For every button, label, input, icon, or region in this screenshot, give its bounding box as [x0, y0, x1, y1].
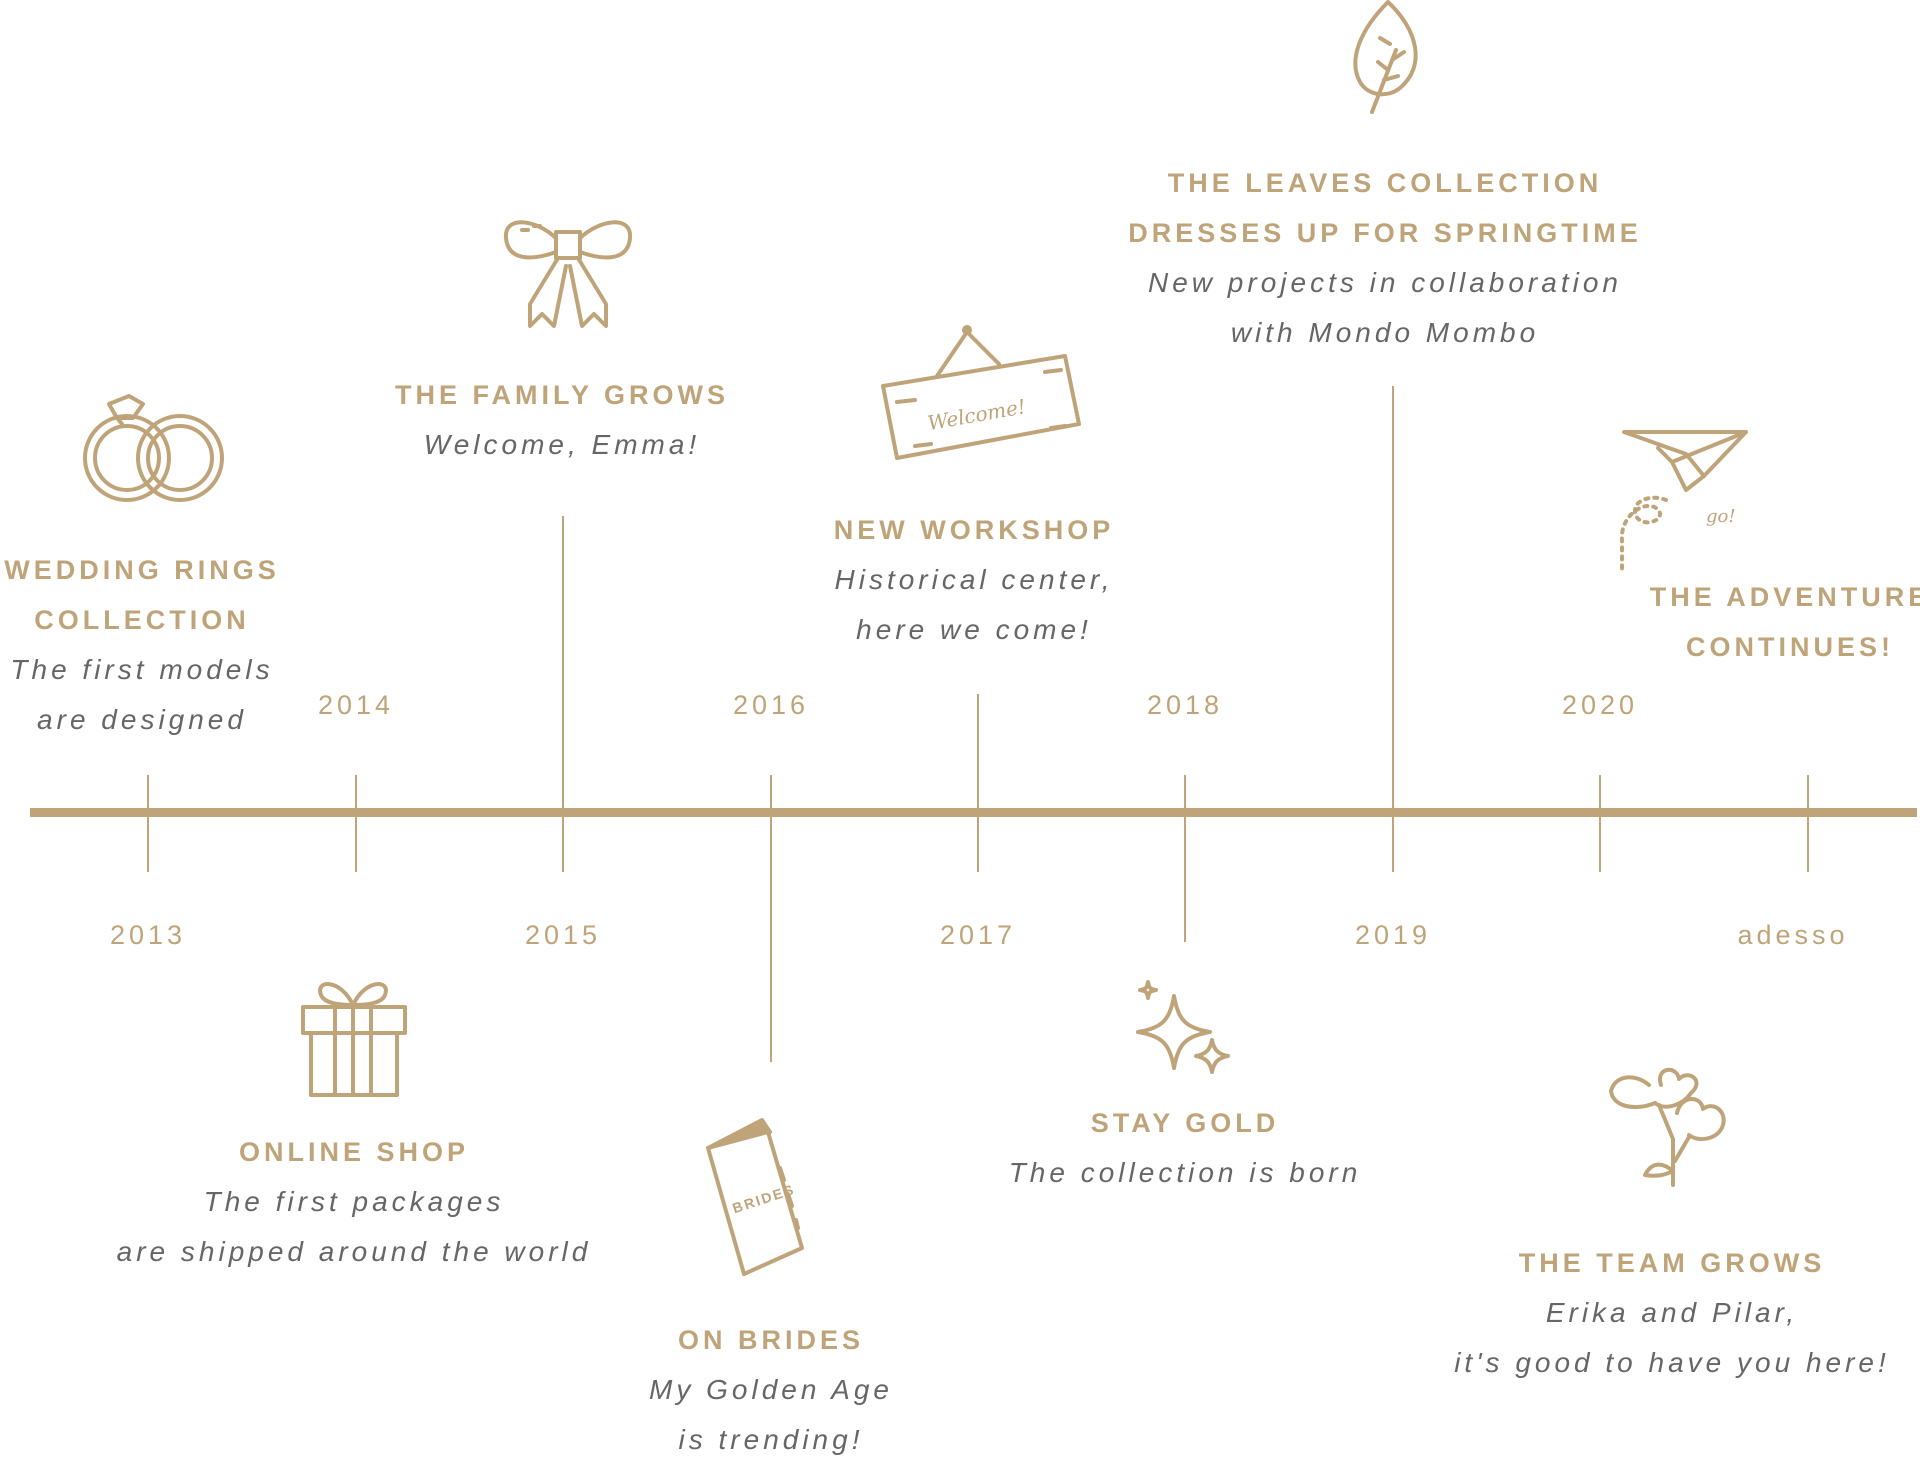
svg-text:go!: go!: [1706, 506, 1736, 527]
year-label: 2016: [732, 690, 810, 720]
timeline-tick: [1184, 775, 1186, 942]
event-subtitle: Historical center,: [834, 564, 1114, 595]
timeline-tick: [1392, 386, 1394, 872]
timeline-tick: [1807, 775, 1809, 872]
event-subtitle: with Mondo Mombo: [1230, 317, 1540, 348]
event-family-grows: THE FAMILY GROWS Welcome, Emma!: [252, 370, 872, 470]
event-subtitle: The first packages: [203, 1186, 505, 1217]
event-title: NEW WORKSHOP: [833, 515, 1115, 545]
event-subtitle: here we come!: [856, 614, 1092, 645]
event-subtitle: it's good to have you here!: [1454, 1347, 1890, 1378]
event-subtitle: Erika and Pilar,: [1545, 1297, 1799, 1328]
welcome-sign-icon: Welcome!: [875, 320, 1085, 470]
event-title: THE FAMILY GROWS: [394, 380, 730, 410]
timeline-tick: [1599, 775, 1601, 872]
timeline-tick: [355, 775, 357, 872]
event-title: THE LEAVES COLLECTION: [1167, 168, 1603, 198]
year-label: 2019: [1354, 920, 1432, 950]
event-title: ON BRIDES: [677, 1325, 865, 1355]
year-label: 2020: [1561, 690, 1639, 720]
event-title: ONLINE SHOP: [238, 1137, 470, 1167]
event-title: THE TEAM GROWS: [1518, 1248, 1826, 1278]
event-new-workshop: NEW WORKSHOP Historical center, here we co…: [664, 505, 1284, 655]
event-subtitle: My Golden Age: [649, 1374, 893, 1405]
year-label: 2013: [109, 920, 187, 950]
event-online-shop: ONLINE SHOP The first packages are shipped…: [44, 1127, 664, 1277]
event-title: STAY GOLD: [1090, 1108, 1280, 1138]
event-subtitle: Welcome, Emma!: [423, 429, 701, 460]
event-subtitle: is trending!: [678, 1424, 864, 1455]
year-label: 2017: [939, 920, 1017, 950]
event-stay-gold: STAY GOLD The collection is born: [875, 1098, 1495, 1198]
timeline-tick: [770, 775, 772, 1062]
gift-box-icon: [295, 975, 415, 1100]
year-label: 2014: [317, 690, 395, 720]
event-title: COLLECTION: [34, 605, 250, 635]
year-label: 2018: [1146, 690, 1224, 720]
sparkles-icon: [1128, 980, 1238, 1080]
timeline-axis: [30, 808, 1917, 817]
bow-icon: [500, 212, 635, 337]
wedding-rings-icon: [75, 390, 235, 510]
event-subtitle: New projects in collaboration: [1148, 267, 1622, 298]
event-leaves: THE LEAVES COLLECTION DRESSES UP FOR SPRI…: [1075, 158, 1695, 358]
timeline-tick: [562, 516, 564, 872]
event-on-brides: ON BRIDES My Golden Age is trending!: [461, 1315, 1081, 1465]
event-wedding-rings: WEDDING RINGS COLLECTION The first models a…: [0, 545, 452, 745]
event-subtitle: The first models: [10, 654, 274, 685]
svg-text:Welcome!: Welcome!: [926, 394, 1028, 435]
year-label: 2015: [524, 920, 602, 950]
event-subtitle: are shipped around the world: [116, 1236, 592, 1267]
timeline-tick: [977, 694, 979, 872]
event-title: CONTINUES!: [1686, 632, 1894, 662]
magazine-icon: BRIDES: [700, 1108, 840, 1283]
event-title: WEDDING RINGS: [4, 555, 280, 585]
event-subtitle: The collection is born: [1008, 1157, 1362, 1188]
event-subtitle: are designed: [37, 704, 247, 735]
timeline-tick: [147, 775, 149, 872]
paper-plane-icon: go!: [1600, 420, 1770, 580]
flowers-icon: [1605, 1065, 1735, 1195]
event-title: DRESSES UP FOR SPRINGTIME: [1128, 218, 1642, 248]
leaf-icon: [1348, 0, 1428, 115]
svg-text:BRIDES: BRIDES: [730, 1181, 797, 1216]
year-label: adesso: [1737, 920, 1849, 950]
event-adventure: THE ADVENTURE CONTINUES!: [1480, 572, 1920, 672]
event-team-grows: THE TEAM GROWS Erika and Pilar, it's good …: [1362, 1238, 1920, 1388]
event-title: THE ADVENTURE: [1649, 582, 1920, 612]
